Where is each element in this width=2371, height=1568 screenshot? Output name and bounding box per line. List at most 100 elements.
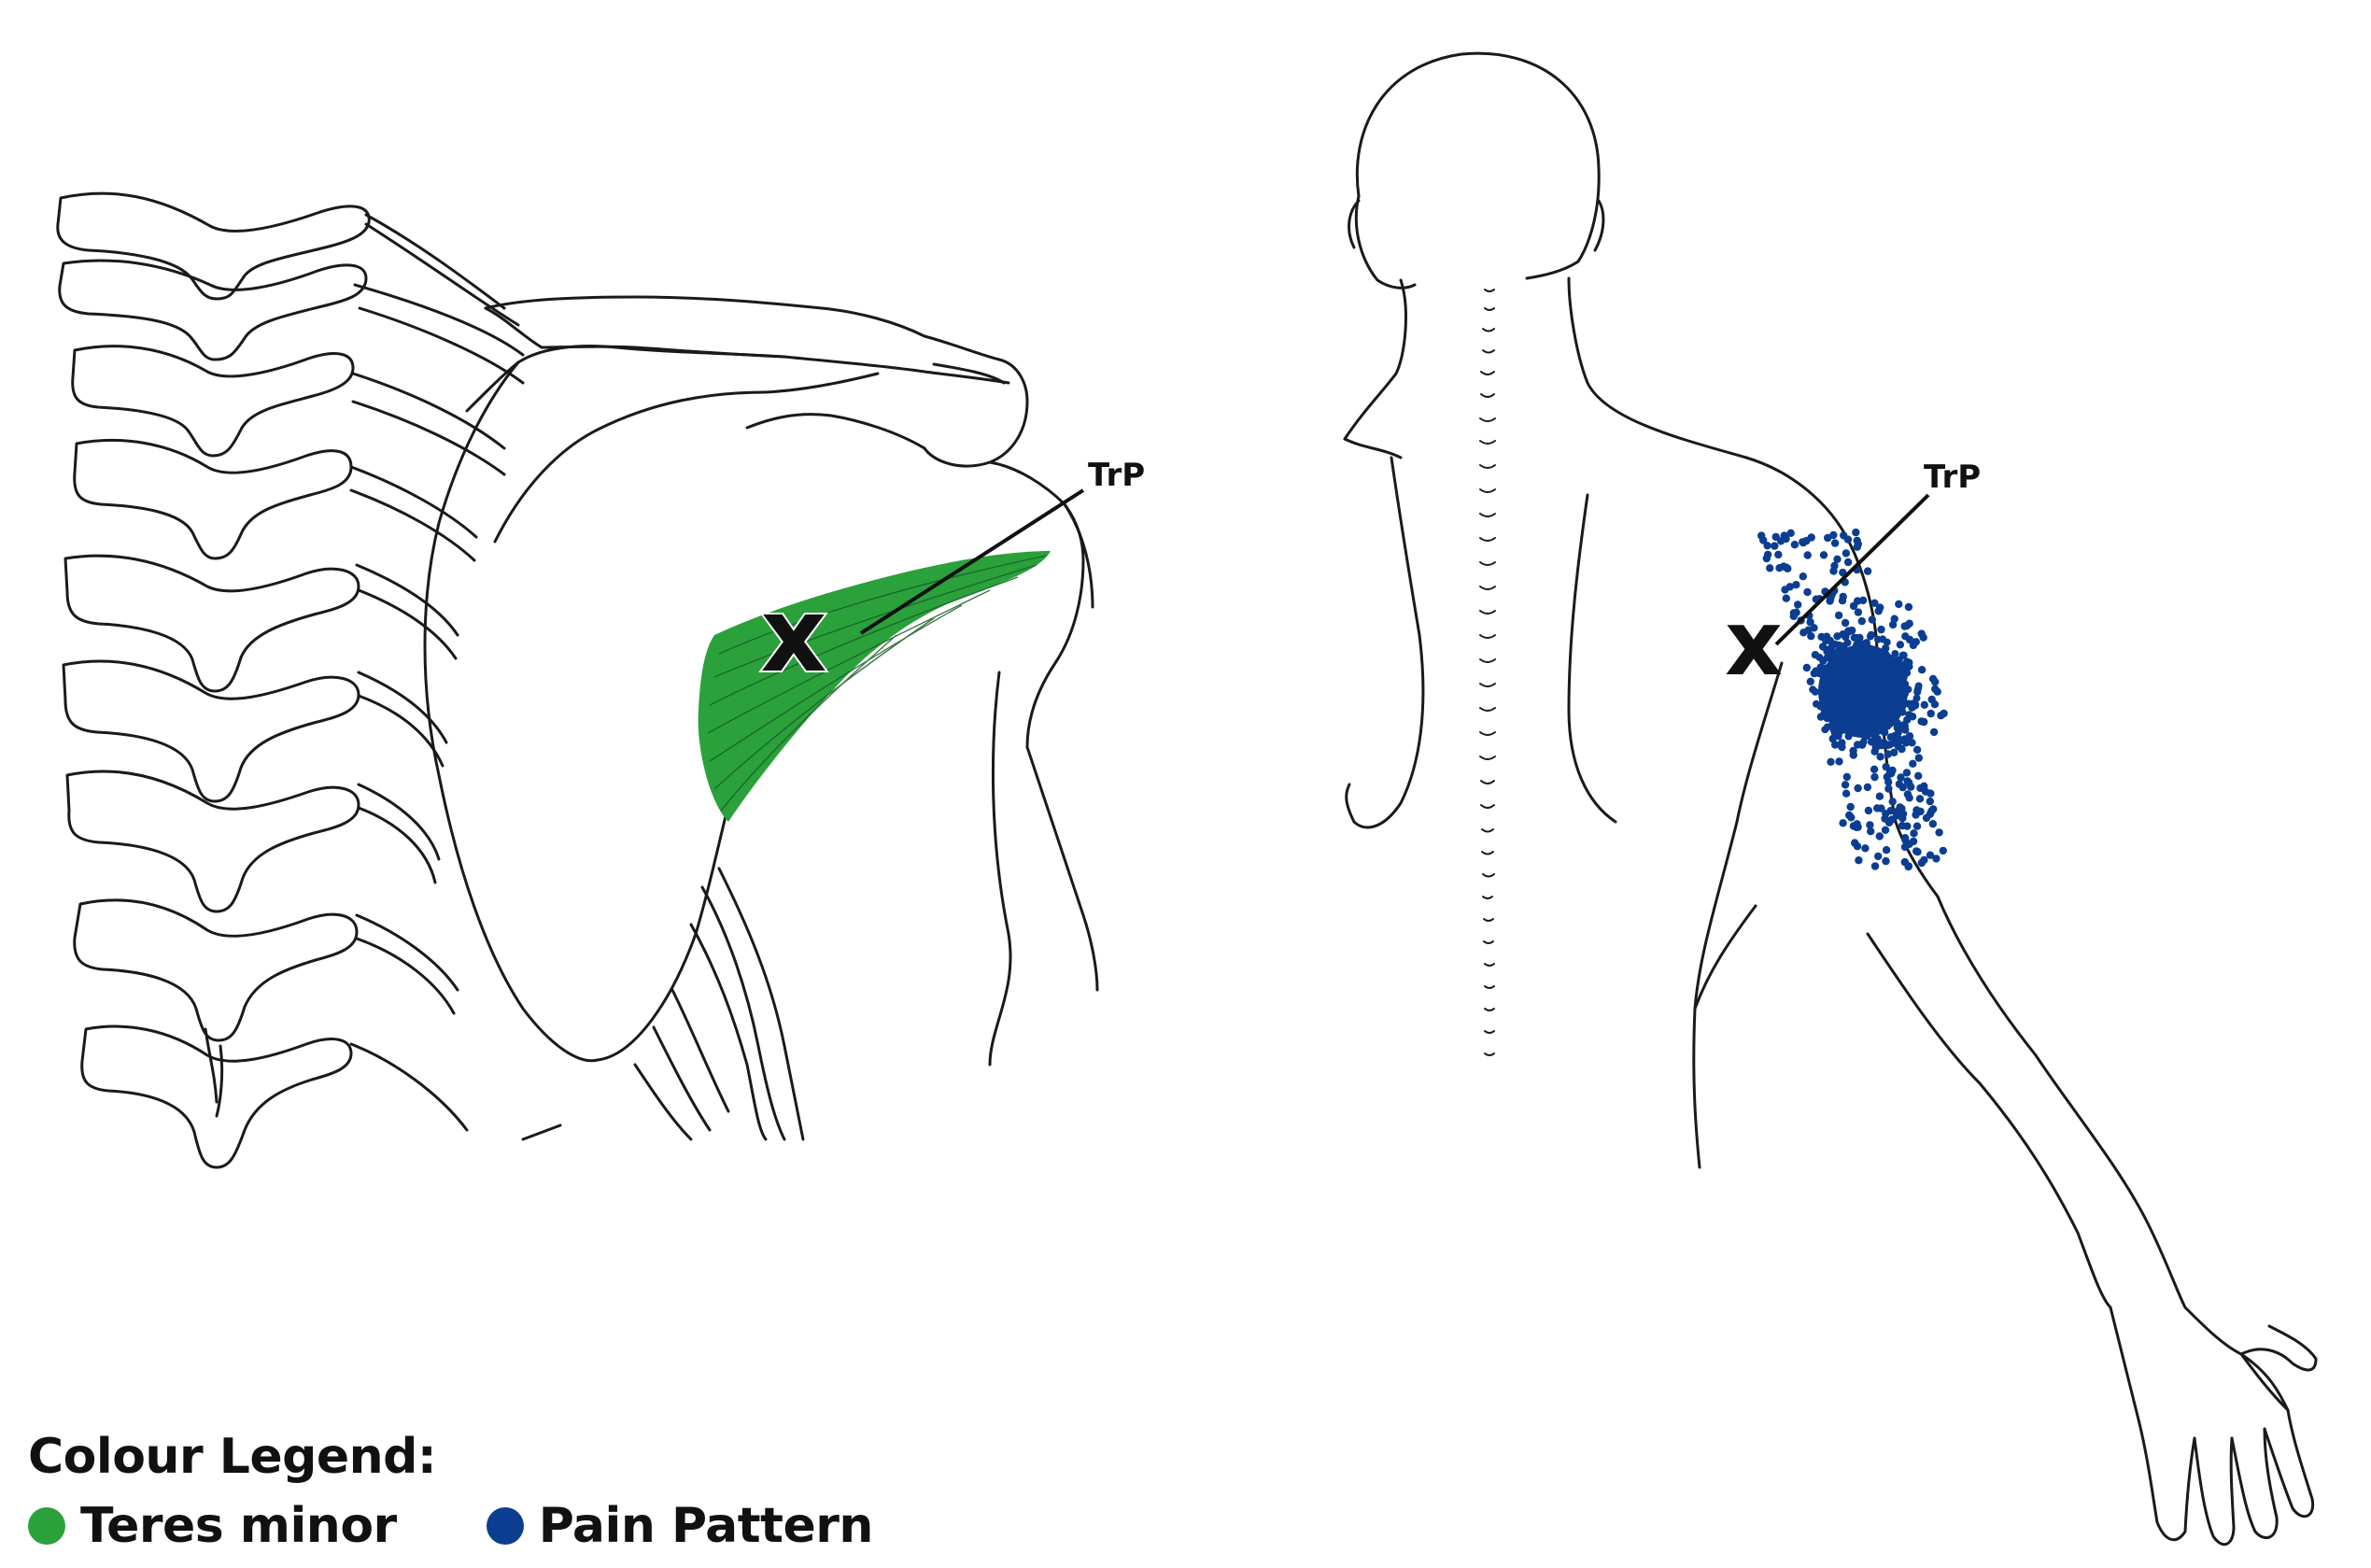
pain-dot — [1917, 666, 1926, 674]
pain-dot — [1896, 803, 1904, 812]
pain-dot — [1799, 572, 1808, 581]
pain-dot — [1834, 656, 1842, 664]
pain-dot — [1904, 699, 1913, 708]
pain-dot — [1907, 783, 1915, 791]
pain-dot — [1841, 618, 1850, 628]
pain-dot — [1904, 862, 1913, 870]
pain-dot — [1898, 810, 1908, 818]
pain-dot — [1847, 813, 1856, 822]
pain-dot — [1867, 738, 1876, 746]
trigger-point-right: x TrP — [1725, 459, 1981, 696]
pain-dot — [1932, 855, 1941, 863]
pain-dot — [1865, 657, 1873, 666]
pain-dot — [1888, 620, 1898, 629]
pain-dot — [1901, 632, 1910, 641]
pain-dot — [1843, 535, 1853, 544]
pain-dot — [1855, 856, 1863, 865]
pain-dot — [1771, 542, 1779, 550]
pain-dot — [1811, 651, 1820, 659]
pain-dot — [1858, 656, 1867, 665]
pain-dot — [1908, 739, 1916, 747]
pain-dot — [1903, 715, 1912, 724]
pain-dot — [1935, 828, 1943, 837]
pain-dot — [1905, 619, 1913, 628]
ribs — [349, 213, 805, 1141]
pain-dot — [1877, 741, 1886, 750]
pain-dot — [1895, 600, 1903, 609]
pain-dot — [1929, 805, 1938, 813]
pain-dot — [1861, 844, 1870, 853]
vertebrae — [56, 191, 371, 1169]
pain-dot — [1920, 782, 1928, 790]
body-outline — [1343, 51, 2318, 1547]
pain-dot — [1901, 726, 1910, 734]
pain-dot — [1903, 822, 1912, 830]
pain-dot — [1929, 727, 1939, 737]
pain-dot — [1912, 745, 1922, 754]
pain-dot — [1870, 772, 1879, 782]
pain-dot — [1842, 549, 1851, 558]
pain-dot — [1914, 682, 1923, 690]
pain-dot — [1872, 659, 1882, 668]
pain-dot — [1911, 700, 1920, 709]
pain-dot — [1856, 633, 1864, 643]
pain-dot — [1917, 858, 1926, 868]
pain-dot — [1842, 772, 1852, 782]
pain-dot — [1818, 643, 1828, 651]
pain-dot — [1873, 724, 1882, 732]
pain-dot — [1850, 633, 1858, 642]
pain-dot — [1926, 709, 1935, 718]
pain-dot — [1875, 792, 1884, 800]
pain-dot — [1905, 794, 1913, 802]
pain-dot — [1880, 728, 1889, 737]
scapula-and-shoulder — [423, 295, 1099, 1067]
pain-dot — [1874, 607, 1883, 615]
pain-dot — [1866, 663, 1874, 671]
spine-dashes — [1479, 289, 1496, 1056]
legend-items: Teres minor Pain Pattern — [28, 1498, 963, 1554]
pain-dot — [1877, 625, 1885, 634]
pain-dot — [1926, 797, 1934, 806]
pain-dot — [1870, 599, 1879, 607]
pain-dot — [1838, 597, 1847, 605]
pain-dot — [1863, 783, 1872, 792]
pain-dot — [1854, 711, 1862, 719]
pain-dot — [1816, 702, 1825, 711]
pain-dot — [1877, 675, 1885, 684]
pain-dot — [1874, 852, 1883, 861]
pain-dot — [1870, 765, 1879, 773]
pain-dot — [1771, 532, 1780, 542]
pain-dot — [1939, 846, 1947, 855]
pain-dot — [1759, 536, 1768, 544]
pain-dot — [1849, 822, 1858, 830]
pain-dot — [1846, 677, 1855, 685]
pain-dot — [1891, 650, 1899, 657]
pain-dot — [1842, 649, 1851, 657]
pain-dot — [1851, 839, 1859, 847]
pain-dot — [1875, 832, 1884, 841]
pain-dot — [1900, 680, 1910, 688]
pain-dot — [1872, 699, 1882, 709]
pain-dot — [1848, 626, 1856, 635]
pain-dot — [1884, 784, 1893, 793]
pain-dot — [1882, 846, 1891, 855]
pain-dot — [1790, 541, 1799, 549]
pain-dot — [1807, 632, 1815, 641]
pain-dot — [1859, 649, 1868, 657]
pain-dot — [1920, 700, 1928, 709]
pain-dot — [1786, 529, 1795, 537]
pain-dot — [1766, 564, 1774, 572]
pain-dot — [1854, 741, 1862, 749]
pain-dot — [1842, 789, 1851, 798]
pain-dot — [1853, 543, 1862, 551]
pain-dot — [1868, 728, 1877, 738]
pain-dot — [1867, 827, 1875, 836]
pain-dot — [1842, 713, 1850, 723]
pain-dot — [1843, 558, 1853, 567]
pain-dot — [1843, 696, 1853, 705]
pain-dot — [1835, 641, 1843, 649]
trigger-point-left: x TrP — [759, 457, 1146, 697]
pain-dot — [1824, 713, 1832, 722]
pain-dot — [1857, 728, 1866, 737]
pain-dot — [1811, 687, 1819, 696]
